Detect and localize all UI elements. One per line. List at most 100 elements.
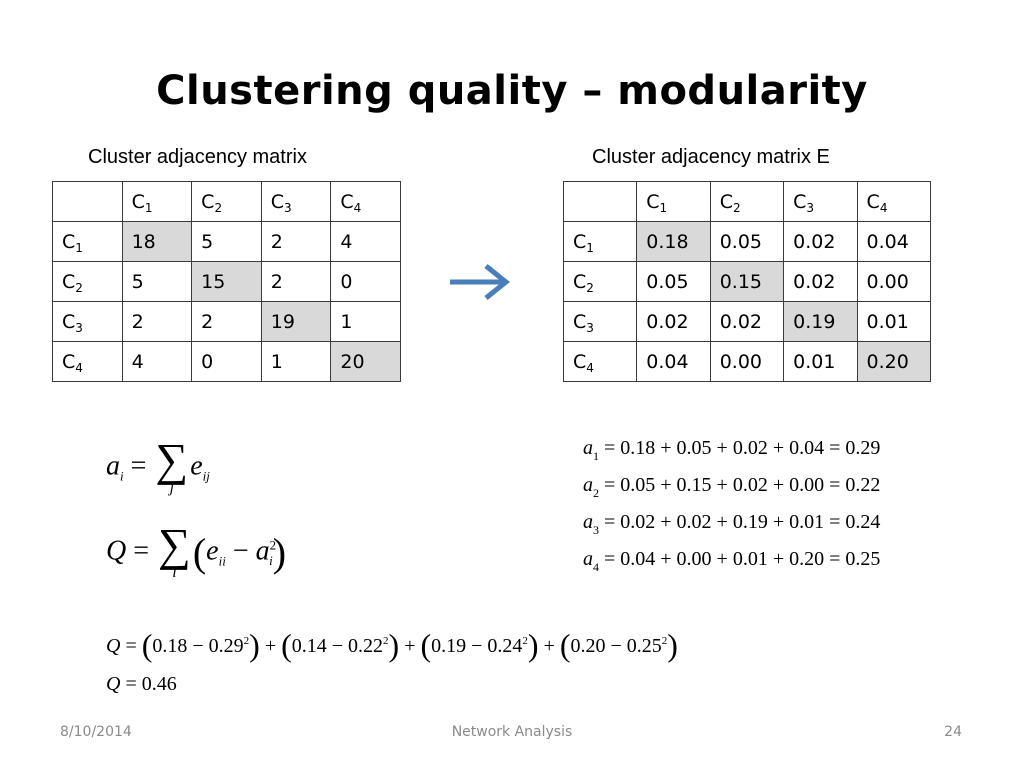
- a-symbol: a: [583, 511, 593, 533]
- a-value-line: a3 = 0.02 + 0.02 + 0.19 + 0.01 = 0.24: [583, 504, 880, 541]
- q-symbol: Q: [106, 673, 121, 695]
- matrix-cell: 4: [330, 221, 401, 262]
- cluster-label-index: 4: [586, 360, 594, 375]
- cluster-label: C: [573, 350, 587, 373]
- cluster-label-index: 3: [284, 200, 292, 215]
- slide-title: Clustering quality – modularity: [156, 68, 868, 114]
- matrix-corner-cell: [52, 181, 123, 222]
- matrix-column-header: C1: [121, 181, 193, 222]
- matrix-cell: 1: [260, 341, 332, 382]
- matrix-row-header: C4: [52, 341, 123, 382]
- a-value-line: a4 = 0.04 + 0.00 + 0.01 + 0.20 = 0.25: [583, 541, 880, 578]
- matrix-cell: 0.05: [709, 221, 785, 262]
- matrix-cell: 20: [330, 341, 401, 382]
- a-expression: = 0.18 + 0.05 + 0.02 + 0.04 = 0.29: [604, 437, 881, 459]
- close-paren: ): [527, 627, 539, 663]
- matrix-cell: 0: [191, 341, 262, 382]
- cluster-label: C: [270, 190, 285, 213]
- matrix-cell: 0.05: [636, 261, 711, 302]
- a-value-line: a2 = 0.05 + 0.15 + 0.02 + 0.00 = 0.22: [583, 467, 880, 504]
- cluster-label-index: 4: [879, 200, 888, 215]
- cluster-label: C: [62, 230, 76, 253]
- matrix-row-header: C2: [562, 261, 638, 302]
- a-symbol: a: [583, 548, 593, 570]
- cluster-label-index: 2: [75, 280, 83, 295]
- a-index: 3: [593, 523, 599, 537]
- a-index: 4: [593, 560, 599, 574]
- cluster-label: C: [62, 270, 76, 293]
- cluster-label: C: [62, 310, 76, 333]
- q-symbol: Q: [106, 635, 121, 657]
- q-term-a: 0.22: [348, 635, 384, 657]
- page-number: 24: [944, 724, 962, 740]
- matrix-column-header: C4: [330, 181, 401, 222]
- cluster-label: C: [131, 190, 145, 213]
- cluster-label: C: [573, 270, 587, 293]
- open-paren: (: [420, 627, 432, 663]
- matrix-cell: 18: [121, 221, 193, 262]
- matrix-cell: 0.01: [783, 341, 858, 382]
- q-term-diag: 0.19: [431, 635, 467, 657]
- matrix-cell: 0: [330, 261, 401, 302]
- cluster-label: C: [719, 190, 733, 213]
- open-paren: (: [559, 627, 571, 663]
- matrix-cell: 5: [191, 221, 262, 262]
- cluster-label-index: 1: [75, 240, 83, 255]
- cluster-label-index: 3: [806, 200, 815, 215]
- cluster-label-index: 2: [732, 200, 741, 215]
- cluster-label: C: [866, 190, 880, 213]
- matrix-column-header: C2: [191, 181, 262, 222]
- matrix-cell: 1: [330, 301, 401, 342]
- matrix-row-header: C1: [52, 221, 123, 262]
- q-expansion-line: Q = (0.18 − 0.292) + (0.14 − 0.222) + (0…: [106, 627, 678, 663]
- matrix-column-header: C2: [709, 181, 785, 222]
- matrix-column-header: C4: [856, 181, 932, 222]
- open-paren: (: [281, 627, 292, 663]
- cluster-label-index: 1: [659, 200, 668, 215]
- a-expression: = 0.04 + 0.00 + 0.01 + 0.20 = 0.25: [604, 548, 881, 570]
- q-term-a: 0.24: [487, 635, 523, 657]
- q-result: = 0.46: [125, 673, 177, 695]
- matrix-row-header: C3: [52, 301, 123, 342]
- q-term-diag: 0.14: [291, 635, 327, 657]
- matrix-cell: 0.00: [856, 261, 932, 302]
- matrix-cell: 0.20: [856, 341, 932, 382]
- matrix-cell: 0.02: [709, 301, 785, 342]
- matrix-cell: 0.04: [636, 341, 711, 382]
- matrix-column-header: C3: [260, 181, 332, 222]
- cluster-label: C: [573, 230, 587, 253]
- cluster-label-index: 2: [214, 200, 223, 215]
- matrix-cell: 0.19: [783, 301, 858, 342]
- q-term-a: 0.29: [208, 635, 244, 657]
- a-index: 1: [593, 449, 599, 463]
- right-arrow-icon: [448, 262, 512, 306]
- matrix-cell: 2: [191, 301, 262, 342]
- matrix-cell: 0.18: [636, 221, 711, 262]
- matrix-row-header: C3: [562, 301, 638, 342]
- footer-title: Network Analysis: [451, 724, 573, 740]
- matrix-cell: 0.00: [709, 341, 785, 382]
- cluster-label-index: 4: [75, 360, 83, 375]
- left-matrix-caption: Cluster adjacency matrix: [88, 146, 307, 168]
- matrix-column-header: C1: [636, 181, 711, 222]
- cluster-label: C: [201, 190, 215, 213]
- close-paren: ): [388, 627, 400, 663]
- cluster-label-index: 1: [144, 200, 153, 215]
- matrix-cell: 4: [121, 341, 193, 382]
- matrix-column-header: C3: [783, 181, 858, 222]
- a-expression: = 0.05 + 0.15 + 0.02 + 0.00 = 0.22: [604, 474, 881, 496]
- matrix-row-header: C1: [562, 221, 638, 262]
- formula-q: Q = ∑i(eii − a2i): [106, 519, 287, 581]
- q-term-diag: 0.20: [570, 635, 606, 657]
- matrix-cell: 15: [191, 261, 262, 302]
